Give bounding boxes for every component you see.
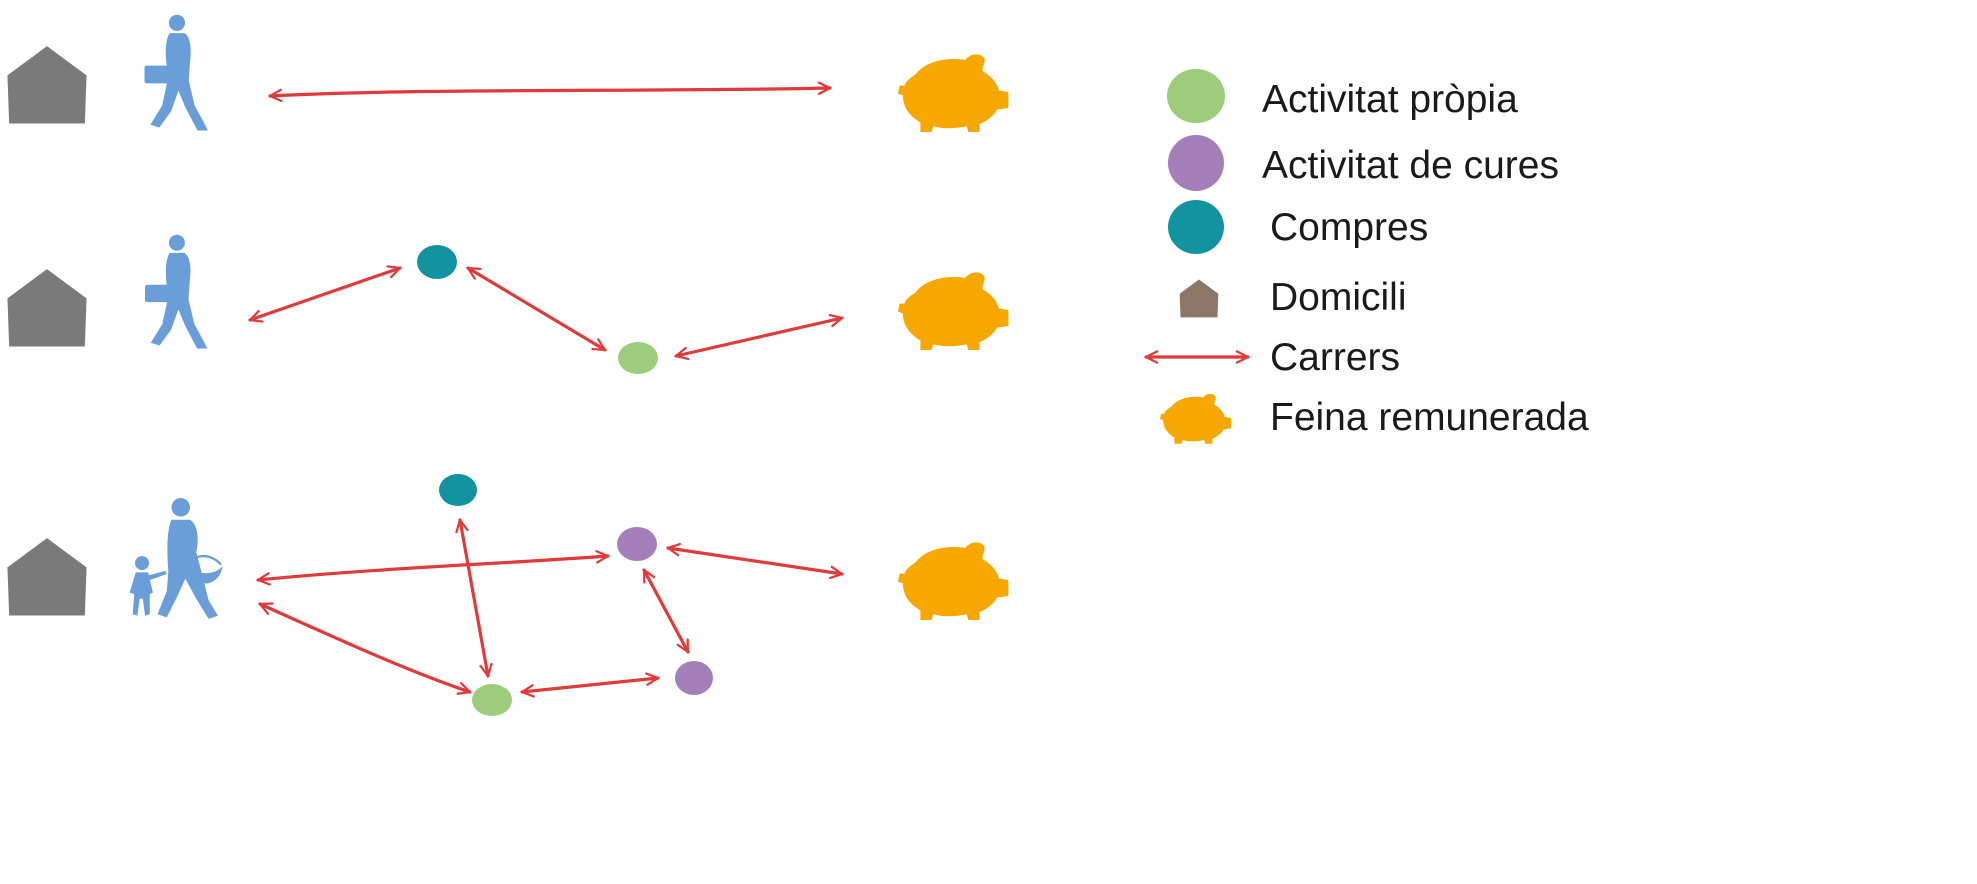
legend-item-street: Carrers <box>1144 336 1400 379</box>
street-arrow <box>520 672 660 698</box>
street-arrow <box>268 81 832 103</box>
street-arrow <box>248 265 402 323</box>
activity-own-node <box>618 342 658 374</box>
legend: Activitat pròpia Activitat de cures Comp… <box>1144 69 1589 444</box>
activity-care-node <box>617 527 657 561</box>
house-icon <box>7 538 87 616</box>
house-icon <box>1179 279 1219 318</box>
purple-dot-icon <box>1168 135 1224 191</box>
legend-label: Feina remunerada <box>1270 396 1589 439</box>
row-3 <box>7 474 1009 716</box>
walking-person-briefcase-icon <box>145 234 208 349</box>
legend-item-home: Domicili <box>1179 276 1407 319</box>
piggy-bank-icon <box>1160 393 1231 444</box>
shopping-node <box>417 245 457 279</box>
teal-dot-icon <box>1168 200 1224 254</box>
house-icon <box>7 46 87 124</box>
street-arrow <box>258 602 472 695</box>
row-2 <box>7 234 1009 374</box>
piggy-bank-icon <box>898 542 1009 620</box>
legend-label: Activitat de cures <box>1262 144 1559 187</box>
legend-item-activity-care: Activitat de cures <box>1168 135 1559 191</box>
piggy-bank-icon <box>898 272 1009 350</box>
street-arrow <box>466 266 607 352</box>
row-1 <box>7 14 1009 132</box>
legend-item-shopping: Compres <box>1168 200 1428 254</box>
street-arrow <box>666 542 844 580</box>
legend-label: Activitat pròpia <box>1262 78 1518 121</box>
legend-label: Carrers <box>1270 336 1400 379</box>
legend-label: Domicili <box>1270 276 1407 319</box>
legend-item-activity-own: Activitat pròpia <box>1167 69 1518 123</box>
green-dot-icon <box>1167 69 1225 123</box>
street-arrow <box>256 550 610 586</box>
street-arrow <box>642 568 690 654</box>
activity-own-node <box>472 684 512 716</box>
house-icon <box>7 269 87 347</box>
woman-with-child-and-basket-icon <box>128 498 224 621</box>
street-arrow <box>455 518 493 678</box>
piggy-bank-icon <box>898 54 1009 132</box>
activity-care-node <box>675 661 713 695</box>
street-arrow <box>674 313 844 361</box>
shopping-node <box>439 474 477 506</box>
legend-item-paid-work: Feina remunerada <box>1160 393 1589 444</box>
legend-label: Compres <box>1270 206 1428 249</box>
walking-person-briefcase-icon <box>144 14 208 131</box>
